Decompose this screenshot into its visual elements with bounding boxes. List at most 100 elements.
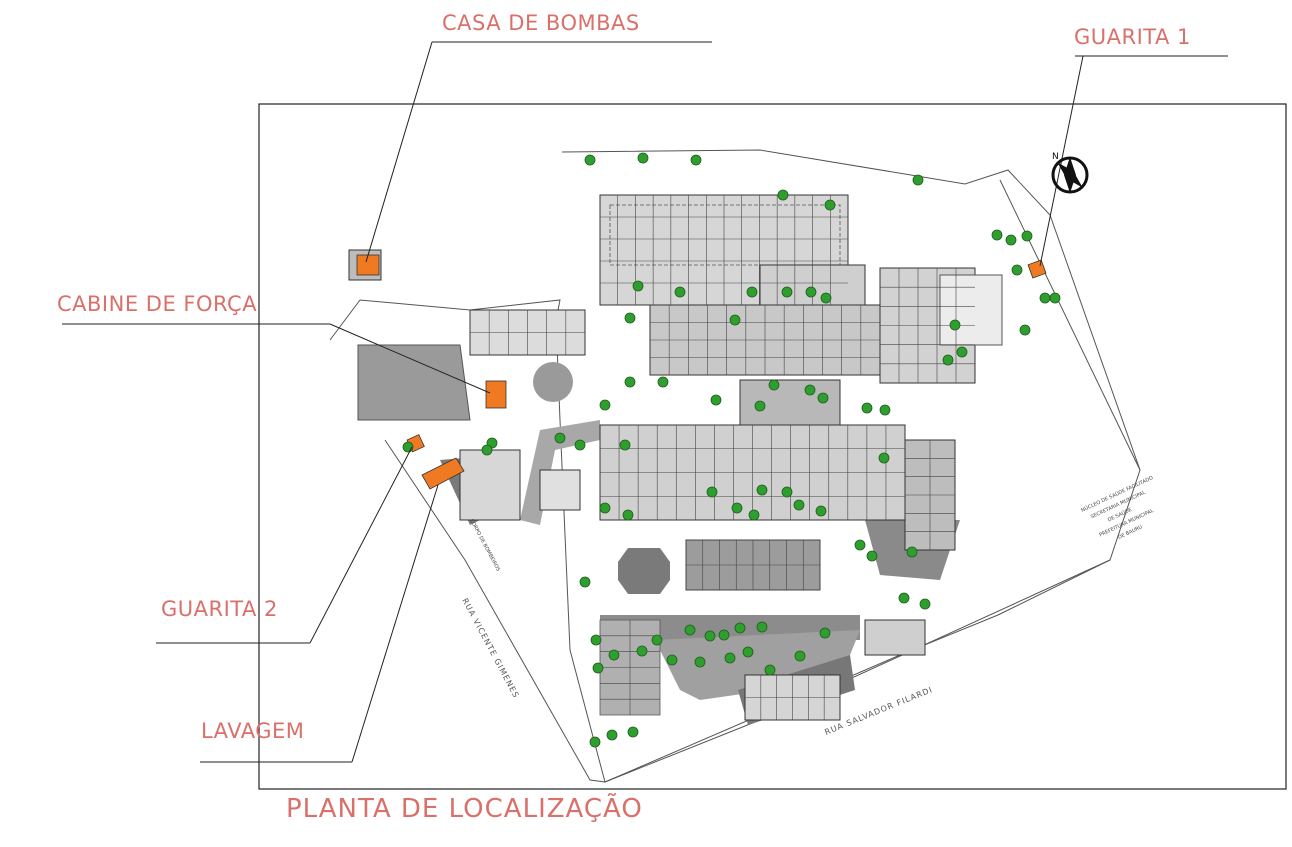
tree-icon	[820, 292, 832, 304]
tree-icon	[817, 392, 829, 404]
building-guardhouse-east	[864, 619, 926, 656]
tree-icon	[756, 484, 768, 496]
tree-icon	[579, 576, 591, 588]
tree-icon	[1021, 230, 1033, 242]
tree-icon	[622, 509, 634, 521]
tree-icon	[606, 729, 618, 741]
tree-icon	[1019, 324, 1031, 336]
label-cabine-de-forca: CABINE DE FORÇA	[57, 292, 258, 316]
roundabout	[533, 362, 573, 402]
tree-icon	[819, 627, 831, 639]
tree-icon	[804, 384, 816, 396]
tree-icon	[574, 439, 586, 451]
tree-icon	[624, 312, 636, 324]
tree-icon	[589, 736, 601, 748]
tree-icon	[793, 499, 805, 511]
tree-group	[402, 152, 1061, 748]
tree-icon	[748, 509, 760, 521]
tree-icon	[731, 502, 743, 514]
callout-leader-cabine	[329, 323, 491, 394]
tree-icon	[942, 354, 954, 366]
tree-icon	[481, 444, 493, 456]
tree-icon	[764, 664, 776, 676]
tree-icon	[746, 286, 758, 298]
tree-icon	[1039, 292, 1051, 304]
note-corpo-bombeiros: CORPO DE BOMBEIROS	[468, 518, 501, 572]
drawing-frame	[258, 103, 1287, 790]
tree-icon	[854, 539, 866, 551]
tree-icon	[824, 199, 836, 211]
tree-icon	[632, 280, 644, 292]
tree-icon	[684, 624, 696, 636]
highlight-guarita-1	[1027, 259, 1047, 279]
tree-icon	[991, 229, 1003, 241]
tree-icon	[919, 598, 931, 610]
tree-icon	[627, 726, 639, 738]
tree-icon	[584, 154, 596, 166]
tree-icon	[704, 630, 716, 642]
tree-icon	[674, 286, 686, 298]
street-line-vicente	[384, 439, 606, 783]
tree-icon	[861, 402, 873, 414]
tree-icon	[590, 634, 602, 646]
tree-icon	[734, 622, 746, 634]
tree-icon	[637, 152, 649, 164]
tree-icon	[724, 652, 736, 664]
tree-icon	[554, 432, 566, 444]
tree-icon	[815, 505, 827, 517]
tree-icon	[599, 399, 611, 411]
tree-icon	[657, 376, 669, 388]
tree-icon	[912, 174, 924, 186]
internal-road	[357, 344, 471, 421]
tree-icon	[710, 394, 722, 406]
room-grid	[470, 195, 975, 720]
tree-icon	[1011, 264, 1023, 276]
drawing-title: PLANTA DE LOCALIZAÇÃO	[286, 794, 643, 824]
plaza-octagon	[618, 548, 670, 594]
tree-icon	[866, 550, 878, 562]
tree-icon	[636, 645, 648, 657]
tree-icon	[619, 439, 631, 451]
tree-icon	[781, 486, 793, 498]
callout-leader-lavagem	[351, 484, 439, 763]
label-guarita-1: GUARITA 1	[1074, 25, 1191, 49]
tree-icon	[879, 404, 891, 416]
tree-icon	[624, 376, 636, 388]
tree-icon	[898, 592, 910, 604]
tree-icon	[754, 400, 766, 412]
building-north-wing-core	[609, 204, 841, 266]
callout-leader-guarita2	[309, 446, 413, 644]
tree-icon	[1049, 292, 1061, 304]
label-lavagem: LAVAGEM	[201, 719, 305, 743]
tree-icon	[694, 656, 706, 668]
street-name-vicente: RUA VICENTE GIMENES	[460, 597, 521, 700]
tree-icon	[777, 189, 789, 201]
tree-icon	[794, 650, 806, 662]
tree-icon	[592, 662, 604, 674]
tree-icon	[878, 452, 890, 464]
tree-icon	[805, 286, 817, 298]
tree-icon	[906, 546, 918, 558]
highlight-lavagem	[421, 457, 465, 490]
tree-icon	[599, 502, 611, 514]
label-casa-de-bombas: CASA DE BOMBAS	[442, 11, 640, 35]
tree-icon	[1005, 234, 1017, 246]
tree-icon	[666, 654, 678, 666]
tree-icon	[742, 646, 754, 658]
north-arrow-icon: N	[1051, 152, 1089, 194]
building-northeast-lot	[939, 274, 1003, 346]
tree-icon	[718, 629, 730, 641]
tree-icon	[756, 621, 768, 633]
building-gate-lot	[539, 469, 581, 511]
tree-icon	[768, 379, 780, 391]
tree-icon	[608, 649, 620, 661]
building-west-block	[459, 449, 521, 521]
tree-icon	[706, 486, 718, 498]
tree-icon	[956, 346, 968, 358]
street-line-east	[999, 179, 1141, 471]
highlight-casa-de-bombas	[356, 254, 380, 276]
north-label: N	[1052, 152, 1059, 162]
tree-icon	[781, 286, 793, 298]
